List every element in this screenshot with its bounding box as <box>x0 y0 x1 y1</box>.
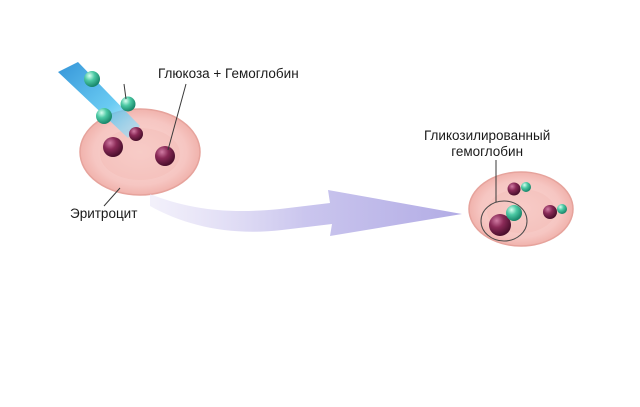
transformation-arrow <box>150 190 462 236</box>
glycated-hemoglobin-label: Гликозилированный гемоглобин <box>424 128 550 160</box>
leader-line-erythrocyte <box>103 187 121 207</box>
hemoglobin-molecule <box>129 127 143 141</box>
glucose-stream <box>58 62 140 138</box>
glycated-hemoglobin-pair <box>543 204 567 219</box>
hemoglobin-molecule <box>155 146 175 166</box>
glucose-molecule <box>120 96 136 112</box>
glucose-molecule <box>96 108 112 124</box>
glycated-hemoglobin-pair <box>507 182 531 196</box>
glucose-molecule <box>84 71 100 87</box>
glycated-hemoglobin-label-line2: гемоглобин <box>451 144 524 159</box>
erythrocyte-left <box>79 108 201 196</box>
hemoglobin-molecule <box>103 137 123 157</box>
glycated-hemoglobin-label-line1: Гликозилированный <box>424 128 551 143</box>
glucose-hemoglobin-label: Глюкоза + Гемоглобин <box>158 66 299 81</box>
erythrocyte-label: Эритроцит <box>70 206 138 221</box>
leader-line-glucose <box>123 83 127 100</box>
leader-line-hemoglobin <box>167 83 187 151</box>
glycated-hemoglobin-highlight <box>480 200 528 242</box>
